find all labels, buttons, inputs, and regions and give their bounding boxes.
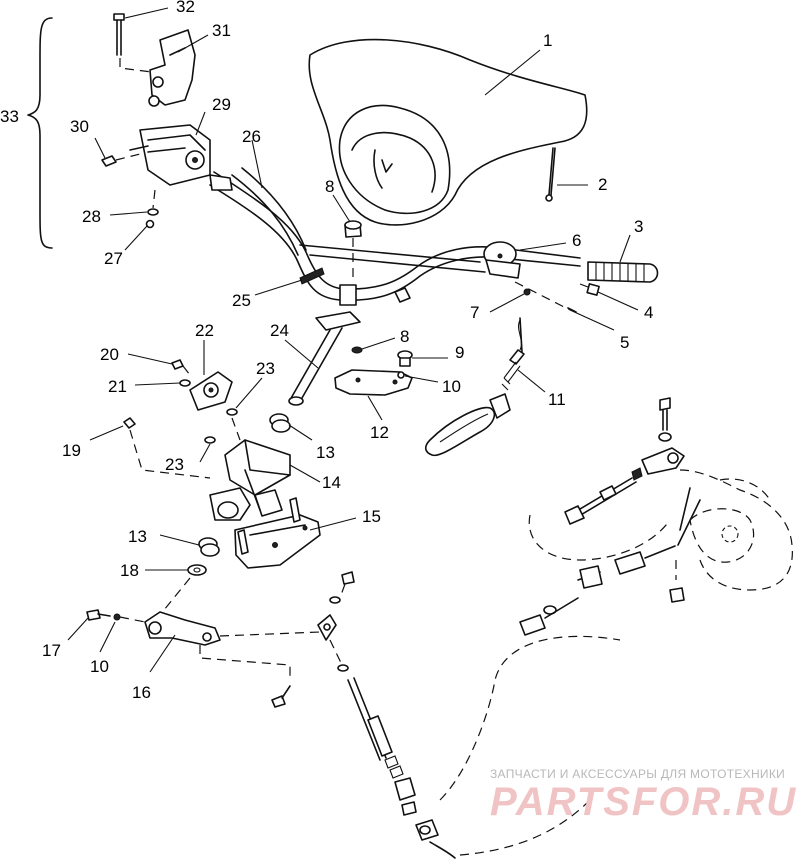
tie-rod-right (519, 397, 701, 636)
callout-2: 2 (598, 175, 607, 194)
key-switch (397, 350, 413, 379)
washer-part-18 (159, 564, 207, 616)
tie-rod-center (317, 571, 456, 859)
link-bolt (86, 609, 146, 623)
callout-13-lower: 13 (128, 527, 147, 546)
callout-19: 19 (62, 441, 81, 460)
lower-bushing (198, 537, 220, 557)
callout-16: 16 (132, 683, 151, 702)
steering-arm (209, 439, 291, 521)
mounting-bracket (334, 369, 413, 396)
watermark-tagline: ЗАПЧАСТИ И АКСЕССУАРЫ ДЛЯ МОТОТЕХНИКИ (490, 767, 785, 781)
callout-13-upper: 13 (316, 443, 335, 462)
callout-18: 18 (120, 561, 139, 580)
callout-33: 33 (0, 107, 19, 126)
callout-15: 15 (362, 507, 381, 526)
switch-housing (483, 241, 521, 279)
tie-rod-path-outline (439, 514, 671, 856)
flange-bearing (189, 371, 233, 411)
small-hardware (101, 153, 159, 229)
callout-28: 28 (82, 207, 101, 226)
callout-17: 17 (42, 641, 61, 660)
callout-8-upper: 8 (325, 177, 334, 196)
callout-31: 31 (212, 21, 231, 40)
callout-14: 14 (322, 473, 341, 492)
callout-25: 25 (232, 291, 251, 310)
spindle-housing (679, 469, 793, 591)
nut-part-8 (351, 346, 363, 354)
hand-grip (587, 261, 659, 283)
flange-bolt (171, 359, 191, 387)
upper-bushing (269, 413, 291, 433)
lower-bracket (234, 497, 321, 569)
callout-5: 5 (620, 333, 629, 352)
steering-link (144, 611, 321, 680)
safety-tether (424, 317, 525, 457)
bolt-part-32 (113, 13, 153, 73)
hood-pad (308, 38, 588, 226)
leader-lines (67, 7, 639, 673)
callout-24: 24 (270, 321, 289, 340)
washers (123, 408, 241, 479)
clamp-knob (344, 220, 362, 280)
callout-6: 6 (572, 231, 581, 250)
callout-29: 29 (212, 95, 231, 114)
throttle-lever (148, 29, 196, 107)
callout-11: 11 (548, 390, 566, 409)
callout-23-lower: 23 (165, 455, 184, 474)
callout-1: 1 (543, 31, 552, 50)
group-bracket-33 (27, 17, 53, 249)
switch-hardware (514, 281, 600, 313)
callout-7: 7 (470, 303, 479, 322)
lower-bolt (271, 685, 291, 708)
callout-26: 26 (242, 127, 261, 146)
screw-part-2 (545, 147, 556, 202)
callout-8-lower: 8 (400, 327, 409, 346)
watermark-brand: PARTSFOR.RU (490, 780, 797, 824)
callout-30: 30 (70, 117, 89, 136)
callout-4: 4 (644, 303, 653, 322)
wire-clamp (299, 267, 411, 303)
throttle-housing (129, 124, 233, 191)
callout-3: 3 (634, 217, 643, 236)
callout-32: 32 (176, 0, 195, 16)
callout-27: 27 (104, 249, 123, 268)
callout-22: 22 (195, 321, 214, 340)
callout-23-upper: 23 (256, 359, 275, 378)
watermark: ЗАПЧАСТИ И АКСЕССУАРЫ ДЛЯ МОТОТЕХНИКИ PA… (490, 767, 797, 824)
handlebar-pad (231, 167, 307, 256)
callout-10-lower: 10 (90, 657, 109, 676)
callout-10-upper: 10 (442, 377, 461, 396)
callout-12: 12 (370, 423, 389, 442)
callout-20: 20 (100, 345, 119, 364)
callout-21: 21 (108, 377, 127, 396)
callout-labels: 1 2 3 4 5 6 7 8 8 9 10 10 11 12 13 13 14… (0, 0, 653, 702)
steering-post (288, 284, 361, 406)
callout-9: 9 (455, 343, 464, 362)
